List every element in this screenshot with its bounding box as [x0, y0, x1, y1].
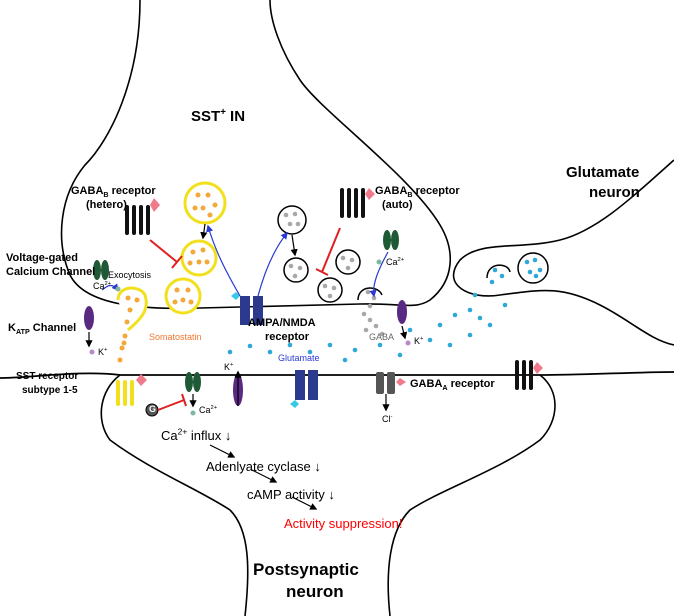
ampa-nmda-label-1: AMPA/NMDA — [248, 317, 316, 329]
sst-receptor-label-2: subtype 1-5 — [22, 385, 78, 396]
gabab-hetero-label: GABAB receptor — [71, 185, 156, 200]
ca-label-post: Ca2+ — [199, 405, 218, 415]
glutamate-neuron-label-2: neuron — [589, 184, 640, 201]
sst-vesicles — [116, 181, 227, 363]
glutamate-label: Glutamate — [278, 353, 320, 363]
gabab-hetero-type: (hetero) — [86, 199, 127, 211]
gaba-vesicles — [277, 205, 385, 337]
ampa-nmda-label-2: receptor — [265, 331, 310, 343]
flow-arrows — [85, 223, 408, 510]
postsynaptic-neuron-label-2: neuron — [286, 582, 344, 601]
k-label-katp: K+ — [98, 347, 108, 357]
gabab-postsynaptic-receptor — [515, 360, 543, 390]
g-protein-label: G — [149, 404, 157, 414]
gabab-auto-label: GABAB receptor — [375, 185, 460, 200]
ca-influx-label: Ca2+ influx ↓ — [161, 426, 232, 443]
sst-receptor — [116, 374, 159, 417]
sst-interneuron-membrane — [60, 0, 451, 310]
postsynaptic-soma-outline-right — [387, 374, 556, 616]
inhibition-arrows — [149, 227, 341, 411]
vgcc-channels — [93, 230, 399, 392]
cl-label: Cl- — [382, 414, 393, 424]
ca-label-vgcc: Ca2+ — [93, 281, 112, 291]
postsynaptic-membrane — [0, 371, 674, 379]
katp-channel-label: KATP Channel — [8, 322, 77, 337]
k-label-post: K+ — [224, 362, 234, 372]
camp-activity-label: cAMP activity ↓ — [247, 487, 335, 502]
k-label-pre: K+ — [414, 336, 424, 346]
somatostatin-label: Somatostatin — [149, 332, 202, 342]
gabaa-receptor — [376, 372, 406, 394]
signal-arrows — [101, 224, 389, 298]
gabab-auto-receptor — [340, 188, 375, 218]
exocytosis-label: Exocytosis — [108, 270, 152, 280]
ion-dots — [89, 259, 411, 416]
gabaa-receptor-label: GABAA receptor — [410, 378, 495, 393]
glutamate-neuron-membrane — [452, 159, 674, 346]
vgcc-label-1: Voltage-gated — [6, 252, 78, 264]
sst-interneuron-label: SST+ IN — [191, 107, 246, 125]
glutamate-neuron-label-1: Glutamate — [566, 164, 640, 181]
postsynaptic-neuron-label-1: Postsynaptic — [253, 560, 359, 579]
postsynaptic-soma-outline — [100, 374, 249, 616]
gabab-auto-type: (auto) — [382, 199, 413, 211]
sst-receptor-label-1: SST receptor — [16, 371, 79, 382]
adenylate-cyclase-label: Adenlyate cyclase ↓ — [206, 459, 321, 474]
vgcc-label-2: Calcium Channel — [6, 266, 96, 278]
glutamate-vesicles — [227, 252, 549, 363]
ampa-nmda-receptors — [231, 292, 318, 408]
gabab-hetero-receptor — [125, 198, 160, 235]
activity-suppression-label: Activity suppression! — [284, 516, 403, 531]
ca-label-auto: Ca2+ — [386, 257, 405, 267]
gaba-label: GABA — [369, 332, 395, 342]
